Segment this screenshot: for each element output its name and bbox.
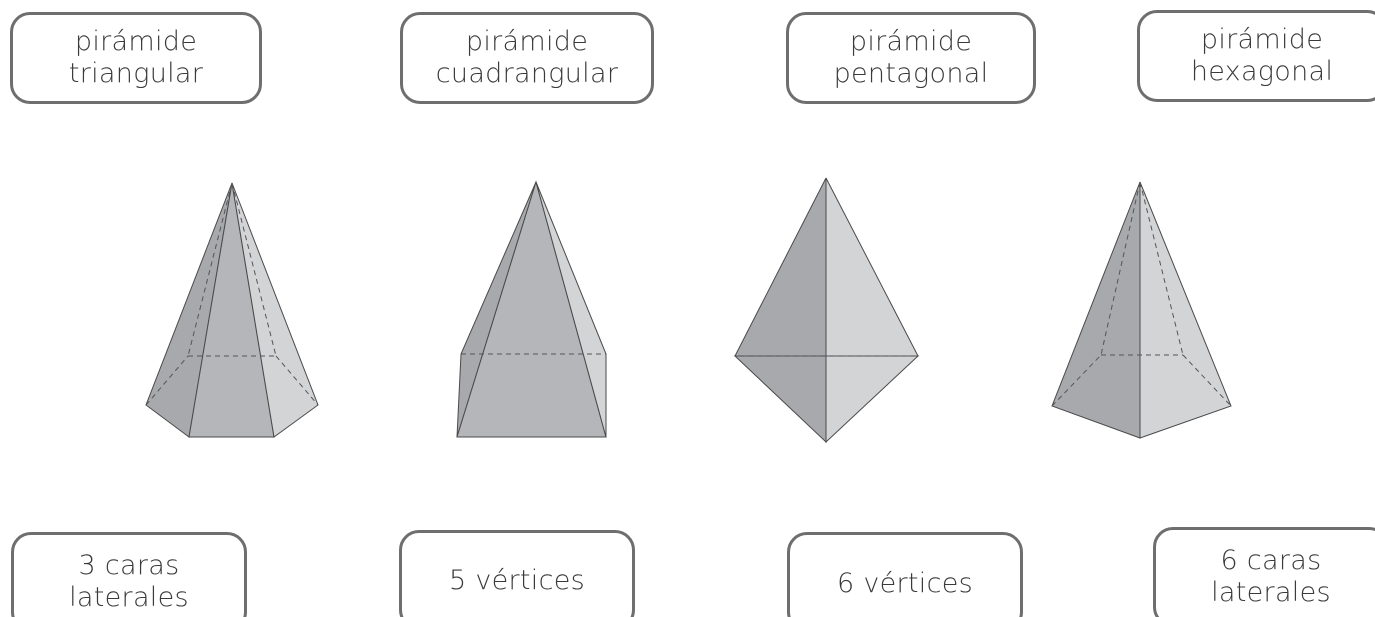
top-label-line1: pirámide [849,26,973,58]
bottom-label-6-caras[interactable]: 6 caras laterales [1153,527,1375,617]
top-label-line2: triangular [68,58,204,89]
face-bottom-left [733,355,827,444]
square-pyramid-figure[interactable] [456,180,607,438]
top-label-line2: hexagonal [1190,56,1334,87]
top-label-line2: pentagonal [833,58,989,89]
face-right [535,181,607,438]
triangular-bipyramid-figure[interactable] [733,177,920,444]
bottom-label-line1: 6 caras [1220,545,1322,577]
face-right [1139,181,1232,439]
top-label-pentagonal[interactable]: pirámide pentagonal [786,12,1036,104]
top-label-triangular[interactable]: pirámide triangular [10,12,262,104]
face-top-right [825,177,919,357]
bottom-label-line1: 6 vértices [836,568,974,600]
bottom-label-line2: laterales [69,582,189,613]
face-bottom-right [825,355,920,444]
top-label-line1: pirámide [1200,24,1324,56]
bottom-label-5-vertices[interactable]: 5 vértices [399,530,635,617]
bottom-label-line1: 3 caras [78,550,180,582]
hidden-edges [1051,181,1232,407]
bottom-label-line2: laterales [1211,577,1331,608]
bottom-label-3-caras[interactable]: 3 caras laterales [11,532,247,617]
top-label-cuadrangular[interactable]: pirámide cuadrangular [400,12,654,104]
top-label-hexagonal[interactable]: pirámide hexagonal [1137,10,1375,102]
pentagonal-pyramid-figure[interactable] [1051,181,1232,439]
bottom-label-6-vertices[interactable]: 6 vértices [787,532,1023,617]
top-label-line2: cuadrangular [435,58,619,89]
hidden-edges [145,182,319,406]
face-left [1051,181,1141,439]
face-right [231,182,319,438]
hexagonal-pyramid-figure[interactable] [145,182,319,438]
top-label-line1: pirámide [74,26,198,58]
top-label-line1: pirámide [465,26,589,58]
bottom-label-line1: 5 vértices [448,565,586,597]
face-top-left [734,177,827,357]
